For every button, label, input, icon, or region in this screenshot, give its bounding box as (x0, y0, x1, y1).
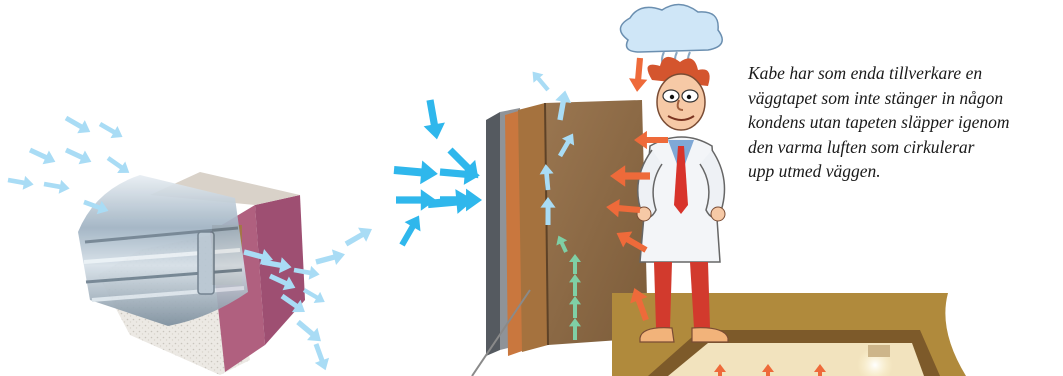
caption-line-1: Kabe har som enda tillverkare en (748, 61, 1058, 86)
warm-air-arrow (628, 57, 649, 92)
air-arrow (43, 177, 71, 195)
air-arrow (27, 143, 59, 169)
caption-line-3: kondens utan tapeten släpper igenom (748, 110, 1058, 135)
caption-line-2: väggtapet som inte stänger in någon (748, 86, 1058, 111)
air-arrow (314, 246, 347, 269)
cold-air-arrow (394, 211, 427, 250)
air-arrow (7, 173, 35, 191)
cold-air-arrow (419, 98, 447, 141)
air-arrow (293, 316, 326, 348)
window-frame-cross-section (78, 172, 305, 375)
caption-line-5: upp utmed väggen. (748, 159, 1058, 184)
caption-line-4: den varma luften som cirkulerar (748, 135, 1058, 160)
air-arrow (309, 341, 333, 372)
air-arrow (342, 222, 376, 251)
cold-air-arrow (393, 158, 439, 186)
air-arrow (62, 111, 94, 138)
cold-air-arrow (442, 142, 486, 186)
air-arrow (104, 152, 133, 178)
layer-grey (486, 112, 500, 356)
caption-text: Kabe har som enda tillverkare en väggtap… (748, 61, 1058, 184)
air-arrow (63, 143, 95, 169)
air-arrow (96, 118, 126, 143)
air-arrow (301, 284, 328, 307)
metal-profile (78, 175, 248, 326)
layer-wood (518, 103, 548, 352)
rising-air-arrow (528, 67, 553, 94)
